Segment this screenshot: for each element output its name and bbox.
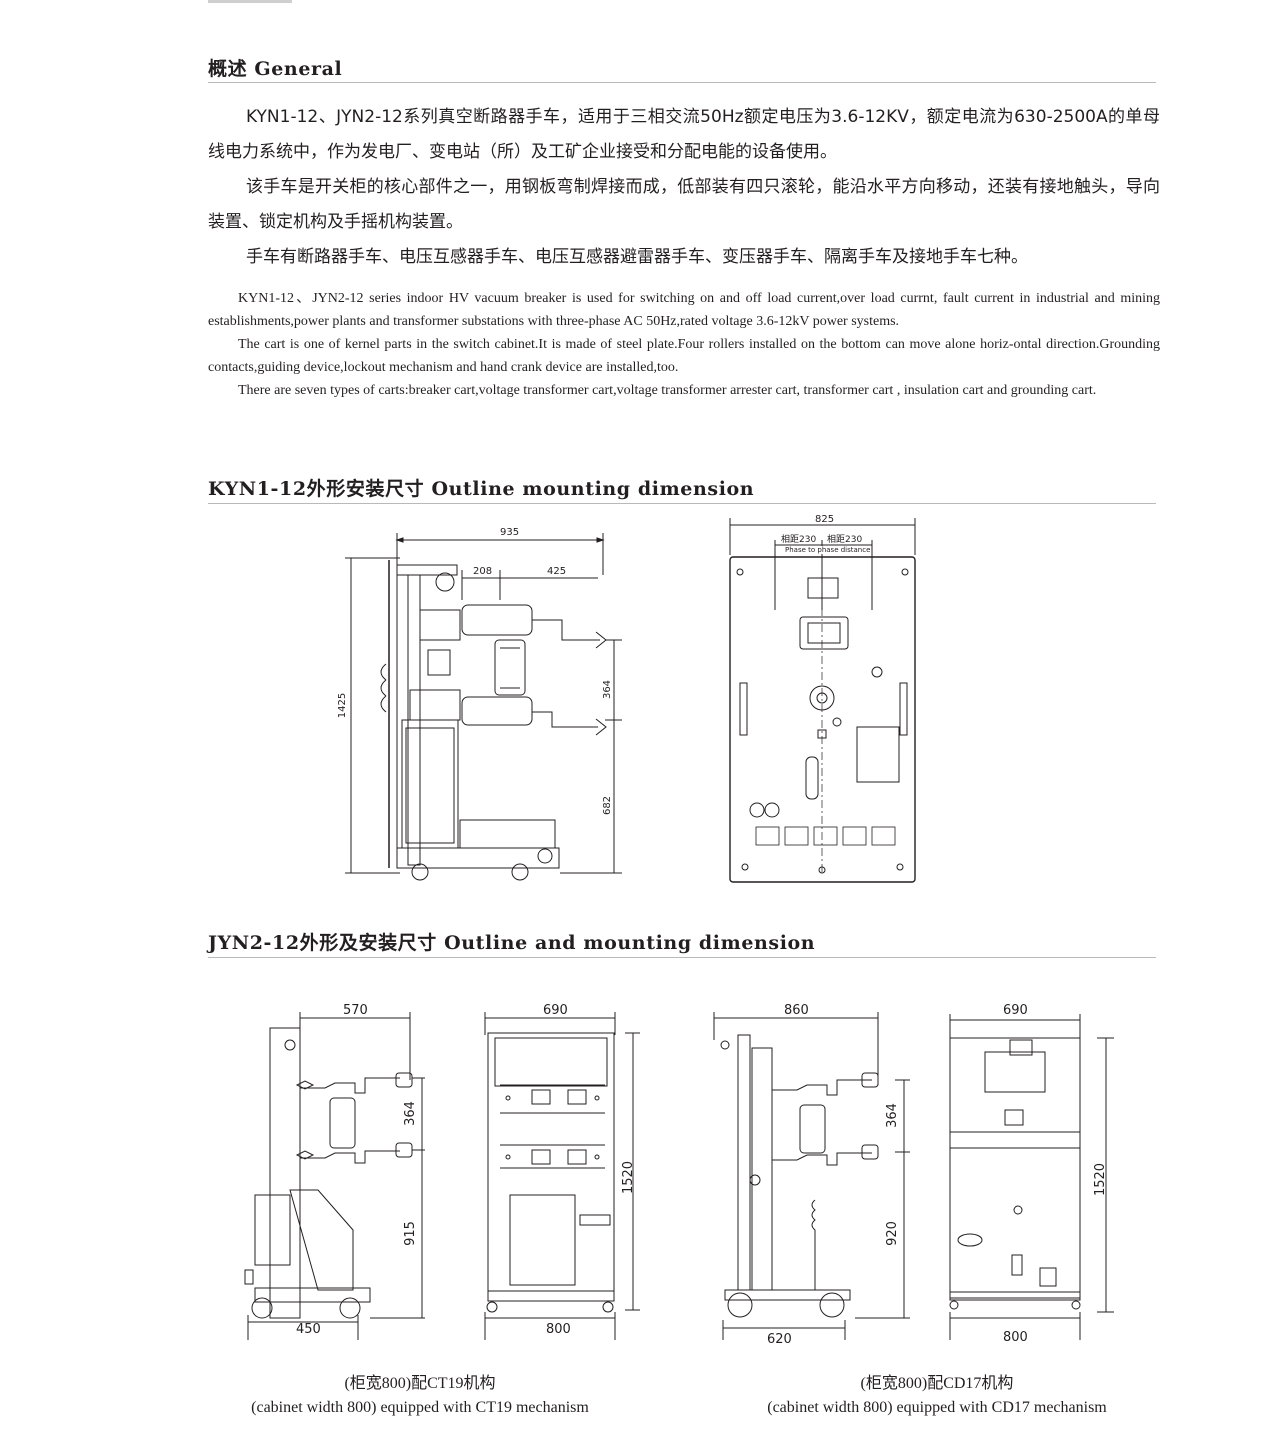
kyn-front-view-drawing: [729, 518, 916, 883]
cd17-front-dim-top: 690: [1003, 1003, 1028, 1018]
cd17-front-dim-height: 1520: [1093, 1162, 1109, 1197]
general-title: 概述 General: [208, 58, 343, 80]
cd17-side-dim-phase: 364: [884, 1103, 900, 1128]
en-paragraph-1: KYN1-12、JYN2-12 series indoor HV vacuum …: [208, 291, 1160, 329]
ct19-side-dim-lower: 915: [402, 1221, 418, 1246]
cd17-caption-en: (cabinet width 800) equipped with CD17 m…: [767, 1399, 1107, 1416]
jyn-rule: [208, 957, 1156, 958]
ct19-front-dim-height: 1520: [621, 1160, 637, 1195]
general-rule: [208, 82, 1156, 83]
zh-paragraph-2: 该手车是开关柜的核心部件之一，用钢板弯制焊接而成，低部装有四只滚轮，能沿水平方向…: [208, 177, 1160, 232]
kyn-front-phase-note: Phase to phase distance: [785, 546, 871, 554]
jyn-cd17-side-view-drawing: [713, 1012, 910, 1340]
zh-paragraph-3: 手车有断路器手车、电压互感器手车、电压互感器避雷器手车、变压器手车、隔离手车及接…: [246, 247, 1028, 267]
ct19-front-dim-top: 690: [543, 1003, 568, 1018]
jyn-section-title: JYN2-12外形及安装尺寸 Outline and mounting dime…: [208, 932, 816, 954]
cd17-front-dim-bottom: 800: [1003, 1330, 1028, 1345]
ct19-side-dim-phase: 364: [402, 1101, 418, 1126]
ct19-caption: (柜宽800)配CT19机构 (cabinet width 800) equip…: [220, 1372, 620, 1420]
kyn-side-dim-phase: 364: [602, 679, 614, 700]
zh-paragraph-1: KYN1-12、JYN2-12系列真空断路器手车，适用于三相交流50Hz额定电压…: [208, 107, 1160, 162]
kyn-side-dim-mid-left: 208: [473, 566, 493, 577]
cd17-caption: (柜宽800)配CD17机构 (cabinet width 800) equip…: [737, 1372, 1137, 1420]
en-paragraph-3: There are seven types of carts:breaker c…: [238, 383, 1097, 398]
jyn-cd17-front-view-drawing: [949, 1014, 1114, 1340]
jyn-ct19-side-view-drawing: [244, 1012, 425, 1340]
cd17-side-dim-lower: 920: [884, 1221, 900, 1246]
general-zh-text: KYN1-12、JYN2-12系列真空断路器手车，适用于三相交流50Hz额定电压…: [208, 100, 1160, 275]
cd17-side-dim-bottom: 620: [767, 1332, 792, 1347]
kyn-side-view-drawing: [345, 533, 622, 881]
ct19-side-dim-bottom: 450: [296, 1322, 321, 1337]
ct19-front-dim-bottom: 800: [546, 1322, 571, 1337]
en-paragraph-2: The cart is one of kernel parts in the s…: [208, 337, 1160, 375]
kyn-side-dim-top: 935: [500, 527, 520, 538]
ct19-caption-en: (cabinet width 800) equipped with CT19 m…: [251, 1399, 589, 1416]
cd17-side-dim-top: 860: [784, 1003, 809, 1018]
jyn-ct19-front-view-drawing: [484, 1012, 640, 1340]
kyn-front-phase-right: 相距230: [827, 535, 863, 545]
ct19-side-dim-top: 570: [343, 1003, 368, 1018]
ct19-caption-zh: (柜宽800)配CT19机构: [344, 1375, 496, 1392]
cd17-caption-zh: (柜宽800)配CD17机构: [860, 1375, 1014, 1392]
kyn-front-dim-width: 825: [815, 514, 835, 525]
kyn-rule: [208, 503, 1156, 504]
kyn-side-dim-lower: 682: [602, 795, 614, 816]
top-decoration-bar: [208, 0, 292, 3]
kyn-section-title: KYN1-12外形安装尺寸 Outline mounting dimension: [208, 478, 755, 500]
kyn-front-phase-left: 相距230: [781, 535, 817, 545]
kyn-side-dim-height: 1425: [337, 692, 349, 719]
general-en-text: KYN1-12、JYN2-12 series indoor HV vacuum …: [208, 287, 1160, 402]
kyn-side-dim-mid-right: 425: [547, 566, 567, 577]
